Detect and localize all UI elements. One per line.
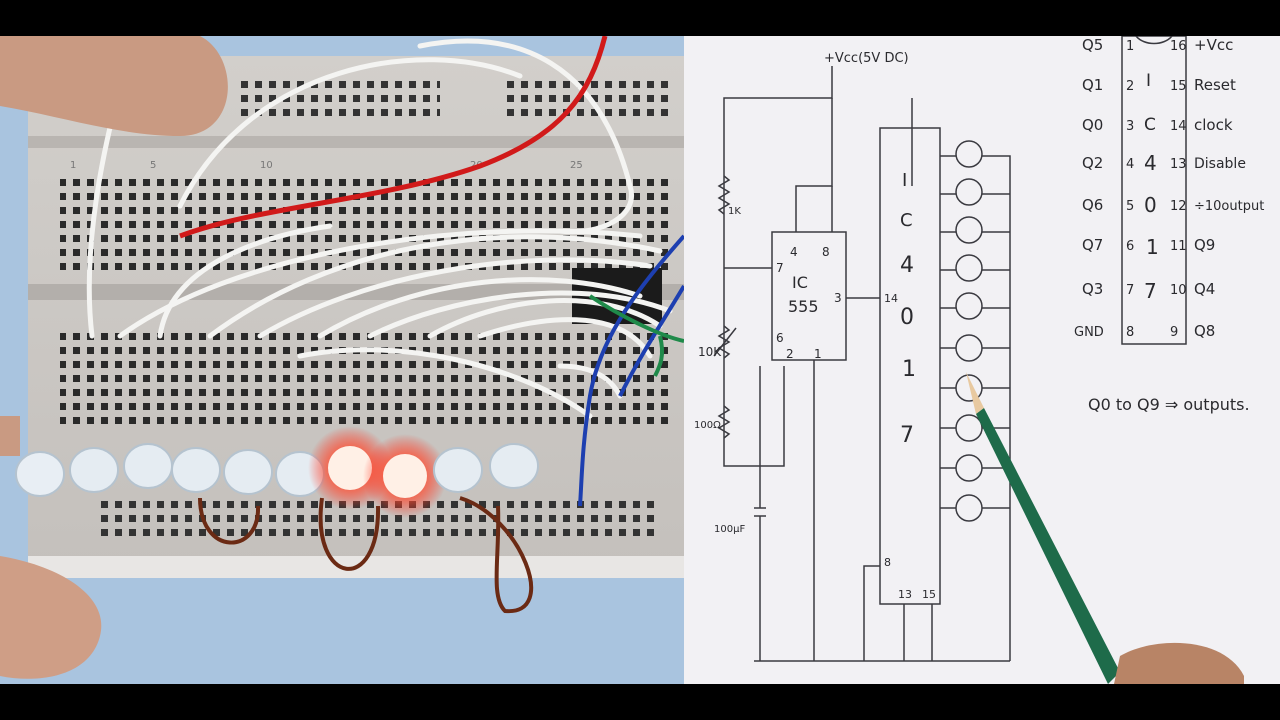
pinout-left-label: Q7 <box>1082 236 1103 254</box>
pinout-left-pin: 2 <box>1126 79 1134 94</box>
pinout-right-label: clock <box>1194 116 1233 134</box>
pinout-left-pin: 6 <box>1126 239 1134 254</box>
ic555-pin1: 1 <box>814 347 822 361</box>
pinout-left-label: Q2 <box>1082 154 1103 172</box>
pinout-right-pin: 13 <box>1170 157 1187 172</box>
ic555-pin4: 4 <box>790 245 798 259</box>
chip-letter: 0 <box>1144 193 1157 217</box>
column-number: 25 <box>570 160 583 171</box>
outputs-note: Q0 to Q9 ⇒ outputs. <box>1088 395 1250 414</box>
pencil <box>966 372 1120 684</box>
column-number: 10 <box>260 160 273 171</box>
pot-10k-label: 10K <box>698 345 722 359</box>
led-off <box>433 447 483 493</box>
chip-letter: 7 <box>1144 279 1157 303</box>
led-off <box>171 447 221 493</box>
pinout-right: 16 +Vcc 15 Reset 14 clock 13 Disable 12 … <box>1170 36 1264 340</box>
ic555-label-line1: IC <box>792 273 808 292</box>
chip-letter: 1 <box>1146 235 1159 259</box>
breadboard-illustration: 1 5 10 20 25 <box>0 36 684 679</box>
ic4017-letter: 0 <box>900 305 914 330</box>
ic4017-letter: C <box>900 210 913 231</box>
pinout-left: Q5 1 Q1 2 Q0 3 Q2 4 Q6 5 Q7 6 Q3 7 GND 8 <box>1074 36 1134 340</box>
pinout-right-pin: 11 <box>1170 239 1187 254</box>
pinout-left-pin: 5 <box>1126 199 1134 214</box>
pinout-right-label: +Vcc <box>1194 36 1233 54</box>
ic555-pin6: 6 <box>776 331 784 345</box>
pinout-left-label: Q0 <box>1082 116 1103 134</box>
pinout-left-pin: 3 <box>1126 119 1134 134</box>
finger-bottom <box>0 556 102 679</box>
pinout-left-pin: 7 <box>1126 283 1134 298</box>
video-frame: 1 5 10 20 25 <box>0 36 1280 684</box>
pinout-right-pin: 12 <box>1170 199 1187 214</box>
led-lit <box>383 454 427 498</box>
pinout-left-label: Q1 <box>1082 76 1103 94</box>
pinout-right-pin: 9 <box>1170 325 1178 340</box>
ic555-pin2: 2 <box>786 347 794 361</box>
resistor-100-label: 100Ω <box>694 420 721 431</box>
hand <box>1114 642 1244 684</box>
green-wire <box>588 294 684 343</box>
schematic-wires <box>713 36 1187 662</box>
red-wire <box>179 36 608 239</box>
resistor-1k-label: 1K <box>728 206 741 217</box>
pinout-right-label: Disable <box>1194 156 1246 172</box>
pinout-left-pin: 4 <box>1126 157 1134 172</box>
pinout-left-pin: 1 <box>1126 39 1134 54</box>
ic4017-letter: 4 <box>900 253 914 278</box>
pinout-right-pin: 14 <box>1170 119 1187 134</box>
pinout-right-pin: 15 <box>1170 79 1187 94</box>
schematic-drawing: +Vcc(5V DC) 4 8 7 IC 555 3 6 2 1 14 I C … <box>694 36 1264 684</box>
led-row <box>15 426 539 518</box>
ic4017-pin14: 14 <box>884 292 898 305</box>
ic4017-letter: 1 <box>902 357 916 382</box>
ic555-pin3: 3 <box>834 291 842 305</box>
led-off <box>69 447 119 493</box>
ic555-pin7: 7 <box>776 261 784 275</box>
pinout-left-label: GND <box>1074 325 1104 340</box>
blue-wire <box>578 234 684 507</box>
pinout-left-label: Q5 <box>1082 36 1103 54</box>
pinout-left-label: Q3 <box>1082 280 1103 298</box>
pinout-right-pin: 10 <box>1170 283 1187 298</box>
vcc-label: +Vcc(5V DC) <box>824 51 909 66</box>
pinout-right-label: Q9 <box>1194 236 1215 254</box>
ic4017-pin8: 8 <box>884 556 891 569</box>
finger-top <box>0 36 228 136</box>
ic555-label-line2: 555 <box>788 297 819 316</box>
led-off <box>15 451 65 497</box>
schematic-paper: +Vcc(5V DC) 4 8 7 IC 555 3 6 2 1 14 I C … <box>684 36 1280 684</box>
ic4017-letter: I <box>902 170 907 191</box>
column-number: 5 <box>150 160 156 171</box>
led-off <box>223 449 273 495</box>
ic4017-letter: 7 <box>900 423 914 448</box>
led-off <box>123 443 173 489</box>
pinout-right-label: Q8 <box>1194 322 1215 340</box>
ic4017-pin13: 13 <box>898 588 912 601</box>
lower-terminal-strip <box>60 326 670 426</box>
capacitor-label: 100μF <box>714 524 745 535</box>
chip-letter: I <box>1146 71 1151 91</box>
breadboard-photo: 1 5 10 20 25 <box>0 36 684 684</box>
column-number: 1 <box>70 160 76 171</box>
ic555-pin8: 8 <box>822 245 830 259</box>
led-off <box>489 443 539 489</box>
pinout-right-label: Q4 <box>1194 280 1215 298</box>
chip-letter: C <box>1144 115 1156 135</box>
ic4017-pin15: 15 <box>922 588 936 601</box>
pinout-right-label: ÷10output <box>1194 199 1264 214</box>
pinout-right-pin: 16 <box>1170 39 1187 54</box>
led-lit <box>328 446 372 490</box>
pinout-chip-text: I C 4 0 1 7 <box>1144 71 1159 303</box>
chip-letter: 4 <box>1144 151 1157 175</box>
pinout-left-label: Q6 <box>1082 196 1103 214</box>
pinout-left-pin: 8 <box>1126 325 1134 340</box>
top-power-rail <box>240 80 440 122</box>
pinout-right-label: Reset <box>1194 76 1236 94</box>
brown-jumper-loops <box>198 496 534 614</box>
